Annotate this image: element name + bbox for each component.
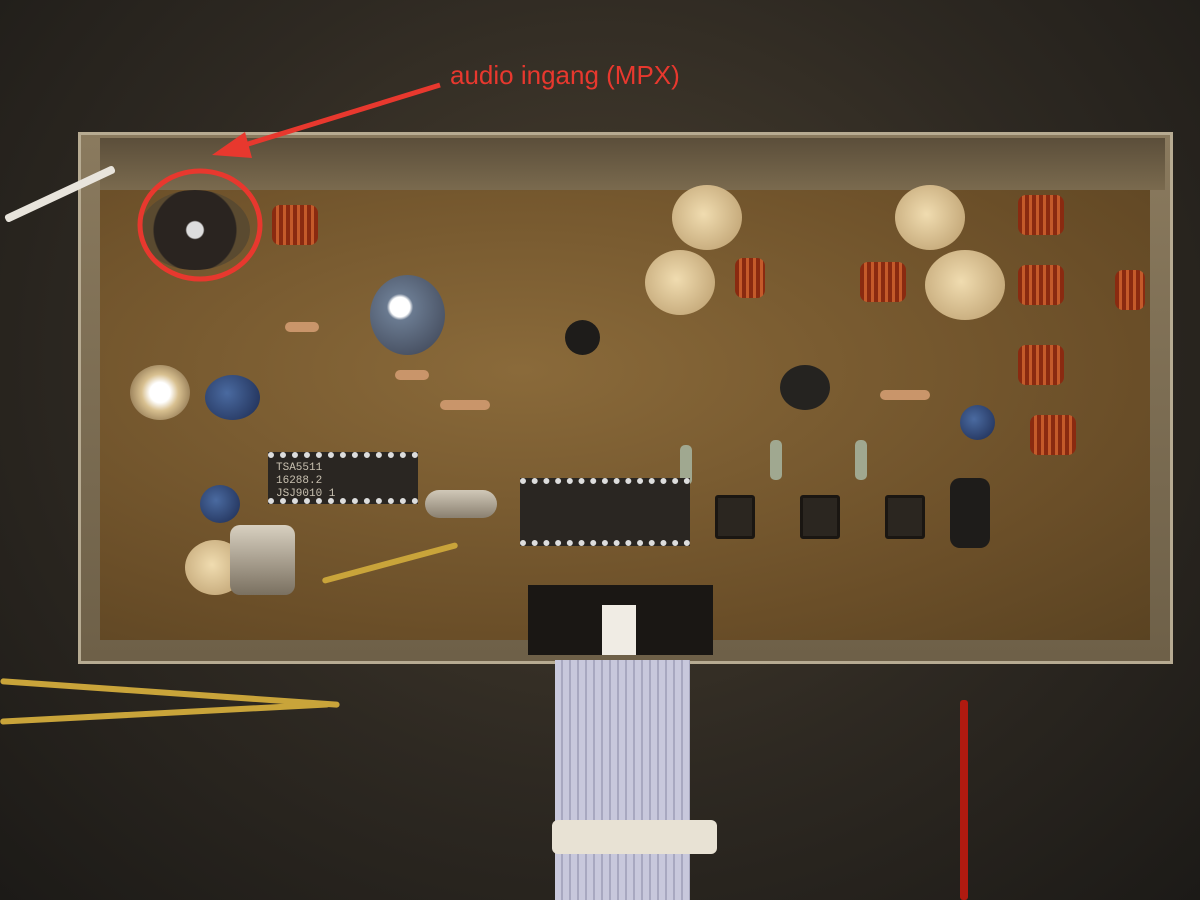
pll-chip: TSA5511 16288.2 JSJ9010 1	[268, 452, 418, 504]
crystal	[425, 490, 497, 518]
annotation-arrow	[234, 82, 441, 151]
crystal	[230, 525, 295, 595]
capacitor	[205, 375, 260, 420]
chip-label-line: TSA5511	[276, 462, 323, 474]
coil	[860, 262, 906, 302]
microcontroller-chip	[520, 478, 690, 546]
chip-label-line: JSJ9010 1	[276, 488, 336, 500]
coil	[1018, 265, 1064, 305]
push-button	[800, 495, 840, 539]
red-wire	[960, 700, 968, 900]
trimmer	[895, 185, 965, 250]
arrow-head-icon	[212, 132, 252, 158]
annotation-label: audio ingang (MPX)	[450, 60, 680, 90]
audio-input-potentiometer	[140, 190, 250, 270]
capacitor	[780, 365, 830, 410]
coil	[272, 205, 318, 245]
capacitor	[370, 275, 445, 355]
trimmer	[672, 185, 742, 250]
coil	[1018, 345, 1064, 385]
resistor	[855, 440, 867, 480]
highlight-circle	[137, 168, 263, 282]
led-light	[130, 365, 190, 420]
ribbon-cable	[555, 660, 690, 900]
coil	[1115, 270, 1145, 310]
ferrite-choke	[950, 478, 990, 548]
coil	[1030, 415, 1076, 455]
connector-latch	[602, 605, 636, 655]
enclosure-wall	[100, 138, 1165, 190]
trimmer	[925, 250, 1005, 320]
capacitor	[565, 320, 600, 355]
coil	[735, 258, 765, 298]
resistor	[880, 390, 930, 400]
resistor	[680, 445, 692, 485]
trimmer	[645, 250, 715, 315]
push-button	[715, 495, 755, 539]
coil	[1018, 195, 1064, 235]
capacitor	[960, 405, 995, 440]
push-button	[885, 495, 925, 539]
chip-label-line: 16288.2	[276, 475, 323, 487]
resistor	[440, 400, 490, 410]
capacitor	[200, 485, 240, 523]
resistor	[285, 322, 319, 332]
resistor	[770, 440, 782, 480]
cable-tie	[552, 820, 717, 854]
resistor	[395, 370, 429, 380]
